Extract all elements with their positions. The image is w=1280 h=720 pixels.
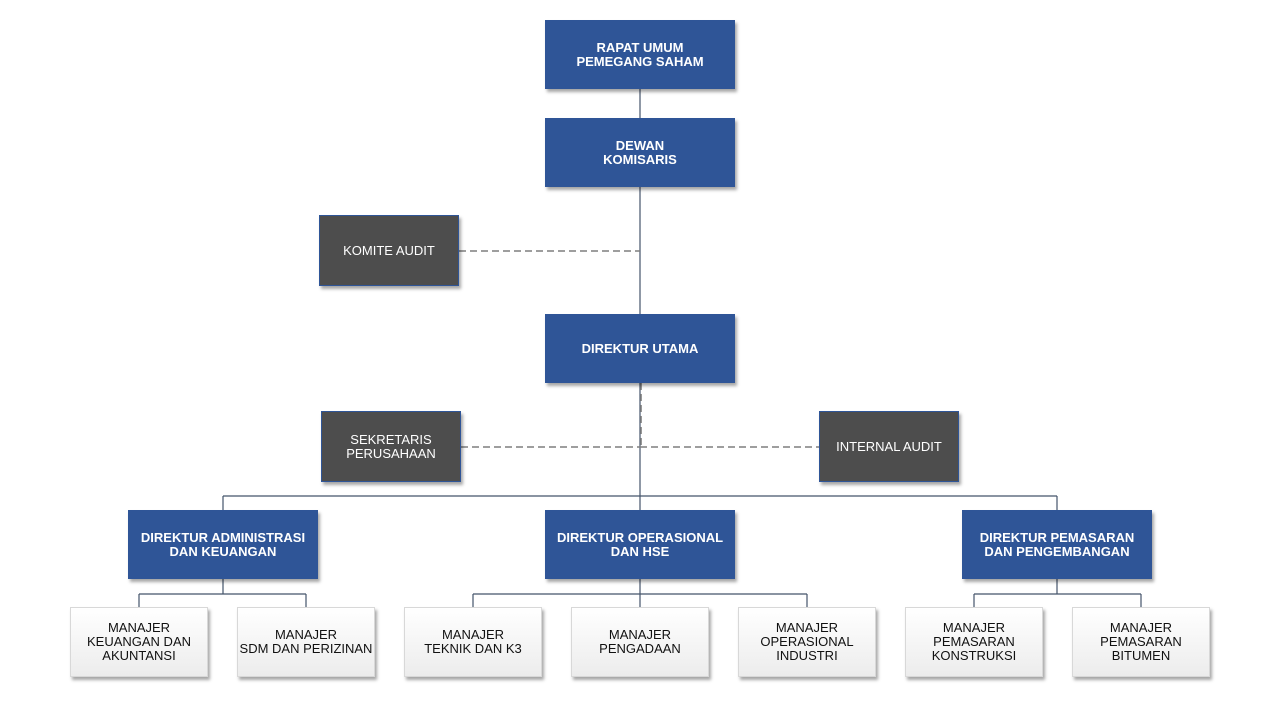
node-manajer-pemasaran-bitumen: MANAJER PEMASARAN BITUMEN	[1072, 607, 1210, 677]
node-direktur-operasional-hse: DIREKTUR OPERASIONAL DAN HSE	[545, 510, 735, 579]
node-manajer-operasional-industri: MANAJER OPERASIONAL INDUSTRI	[738, 607, 876, 677]
node-manajer-sdm-perizinan: MANAJER SDM DAN PERIZINAN	[237, 607, 375, 677]
node-komite-audit: KOMITE AUDIT	[319, 215, 459, 286]
node-rapat-umum-pemegang-saham: RAPAT UMUM PEMEGANG SAHAM	[545, 20, 735, 89]
node-direktur-utama: DIREKTUR UTAMA	[545, 314, 735, 383]
node-dewan-komisaris: DEWAN KOMISARIS	[545, 118, 735, 187]
node-manajer-teknik-k3: MANAJER TEKNIK DAN K3	[404, 607, 542, 677]
node-manajer-pemasaran-konstruksi: MANAJER PEMASARAN KONSTRUKSI	[905, 607, 1043, 677]
node-sekretaris-perusahaan: SEKRETARIS PERUSAHAAN	[321, 411, 461, 482]
node-direktur-administrasi-keuangan: DIREKTUR ADMINISTRASI DAN KEUANGAN	[128, 510, 318, 579]
node-manajer-pengadaan: MANAJER PENGADAAN	[571, 607, 709, 677]
node-direktur-pemasaran-pengembangan: DIREKTUR PEMASARAN DAN PENGEMBANGAN	[962, 510, 1152, 579]
node-internal-audit: INTERNAL AUDIT	[819, 411, 959, 482]
node-manajer-keuangan-akuntansi: MANAJER KEUANGAN DAN AKUNTANSI	[70, 607, 208, 677]
